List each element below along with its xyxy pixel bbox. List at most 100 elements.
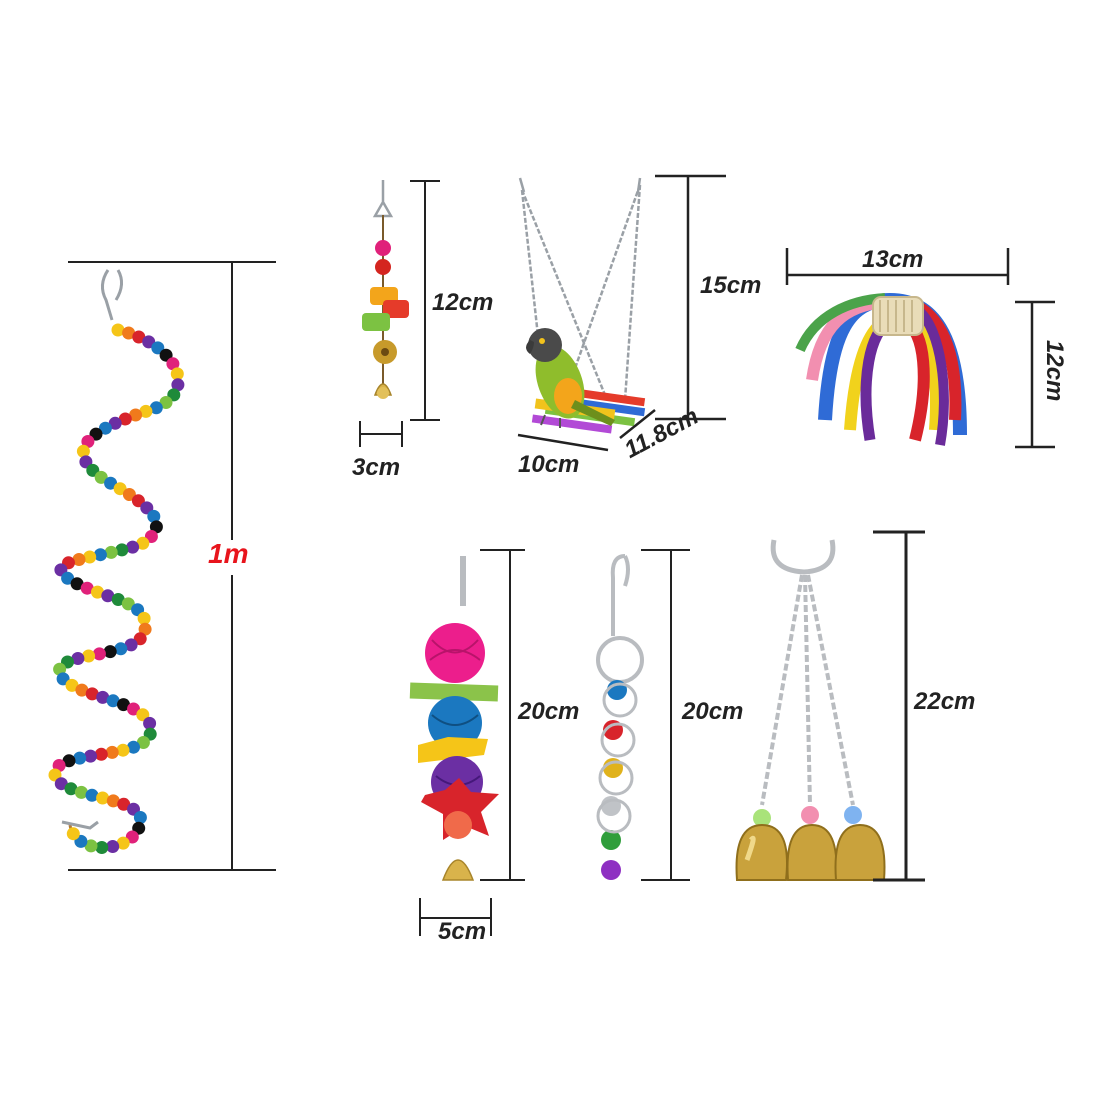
bead bbox=[76, 444, 90, 458]
bead bbox=[116, 836, 130, 850]
bead bbox=[103, 645, 117, 659]
bead bbox=[85, 788, 99, 802]
dimension-20cm-bells bbox=[641, 549, 690, 881]
bead bbox=[117, 698, 130, 712]
dimension-12cm-3cm bbox=[359, 180, 440, 447]
bead bbox=[114, 642, 128, 656]
bead bbox=[91, 585, 104, 599]
rattan-ball-toy bbox=[409, 556, 499, 881]
bead bbox=[171, 378, 185, 392]
bead bbox=[81, 435, 95, 448]
jingle-bell-chain bbox=[596, 554, 644, 880]
bead bbox=[170, 367, 184, 381]
bead bbox=[65, 678, 79, 692]
bead bbox=[96, 791, 110, 805]
label-20cm-ball-height: 20cm bbox=[518, 698, 580, 725]
bead bbox=[83, 550, 97, 564]
bead bbox=[93, 548, 107, 562]
bead bbox=[149, 520, 163, 534]
bead bbox=[127, 702, 140, 716]
bead bbox=[133, 811, 147, 824]
bead bbox=[62, 754, 76, 768]
bead bbox=[84, 749, 97, 763]
label-5cm-width: 5cm bbox=[438, 918, 487, 945]
bead bbox=[115, 543, 129, 557]
bead bbox=[129, 408, 143, 422]
label-10cm-width: 10cm bbox=[518, 451, 580, 478]
bead bbox=[70, 577, 84, 591]
label-13cm-width: 13cm bbox=[862, 246, 924, 273]
bead bbox=[149, 401, 163, 415]
bead bbox=[106, 794, 120, 808]
label-22cm-height: 22cm bbox=[914, 688, 976, 715]
bead bbox=[98, 421, 112, 435]
bead bbox=[75, 683, 89, 697]
label-15cm-height: 15cm bbox=[700, 272, 762, 299]
bead bbox=[111, 593, 125, 606]
bead bbox=[117, 797, 131, 811]
bead bbox=[61, 571, 75, 585]
dimension-13cm-12cm bbox=[785, 248, 1055, 449]
label-12cm-height: 12cm bbox=[432, 289, 494, 316]
bead bbox=[84, 839, 98, 853]
bead bbox=[106, 840, 120, 853]
bead bbox=[125, 830, 139, 844]
bead bbox=[92, 647, 106, 661]
rope-bridge bbox=[795, 292, 967, 446]
bead bbox=[126, 540, 140, 554]
bead bbox=[136, 536, 150, 550]
bead bbox=[147, 509, 161, 523]
bead bbox=[82, 649, 96, 663]
dimension-20cm-5cm bbox=[419, 549, 525, 936]
bead bbox=[96, 690, 110, 704]
bead-bell-chew-toy bbox=[362, 180, 409, 399]
dimension-15cm-10cm-11.8cm bbox=[517, 174, 726, 452]
label-1m: 1m bbox=[208, 538, 249, 569]
bead bbox=[137, 611, 151, 625]
bead bbox=[132, 330, 146, 344]
bead bbox=[124, 638, 138, 652]
bead bbox=[85, 687, 99, 701]
bead bbox=[159, 396, 173, 409]
bead bbox=[113, 482, 127, 496]
bead bbox=[116, 743, 130, 757]
bead bbox=[104, 476, 118, 490]
bead bbox=[121, 597, 135, 611]
label-12cm-rope-height: 12cm bbox=[1041, 340, 1068, 402]
label-20cm-bell-height: 20cm bbox=[682, 698, 744, 725]
bead bbox=[105, 745, 119, 759]
bead bbox=[64, 782, 78, 796]
bead bbox=[94, 747, 108, 761]
triple-brass-bells bbox=[735, 539, 886, 881]
bead bbox=[118, 412, 132, 426]
bead bbox=[104, 545, 118, 559]
bead bbox=[71, 652, 85, 665]
bead bbox=[138, 622, 152, 636]
bead bbox=[72, 553, 86, 566]
bead bbox=[111, 323, 125, 337]
bead bbox=[74, 785, 88, 799]
bead bbox=[95, 841, 109, 854]
bead bbox=[136, 736, 150, 749]
bead bbox=[122, 326, 136, 340]
bead bbox=[133, 632, 147, 646]
bead bbox=[66, 827, 80, 841]
bead bbox=[94, 470, 108, 484]
bead bbox=[166, 357, 180, 371]
bead bbox=[80, 581, 94, 595]
bead bbox=[122, 488, 136, 501]
label-3cm-width: 3cm bbox=[352, 454, 401, 481]
bead bbox=[56, 672, 70, 686]
bead bbox=[101, 589, 115, 603]
beaded-spiral-perch bbox=[48, 269, 185, 854]
bead bbox=[73, 751, 87, 765]
bead bbox=[139, 404, 153, 418]
bead bbox=[106, 694, 120, 708]
bead bbox=[127, 740, 140, 754]
dimension-22cm bbox=[873, 530, 925, 882]
dimension-1m bbox=[68, 261, 276, 871]
bead bbox=[108, 416, 122, 430]
parrot-swing bbox=[518, 177, 646, 434]
bead bbox=[143, 716, 157, 730]
